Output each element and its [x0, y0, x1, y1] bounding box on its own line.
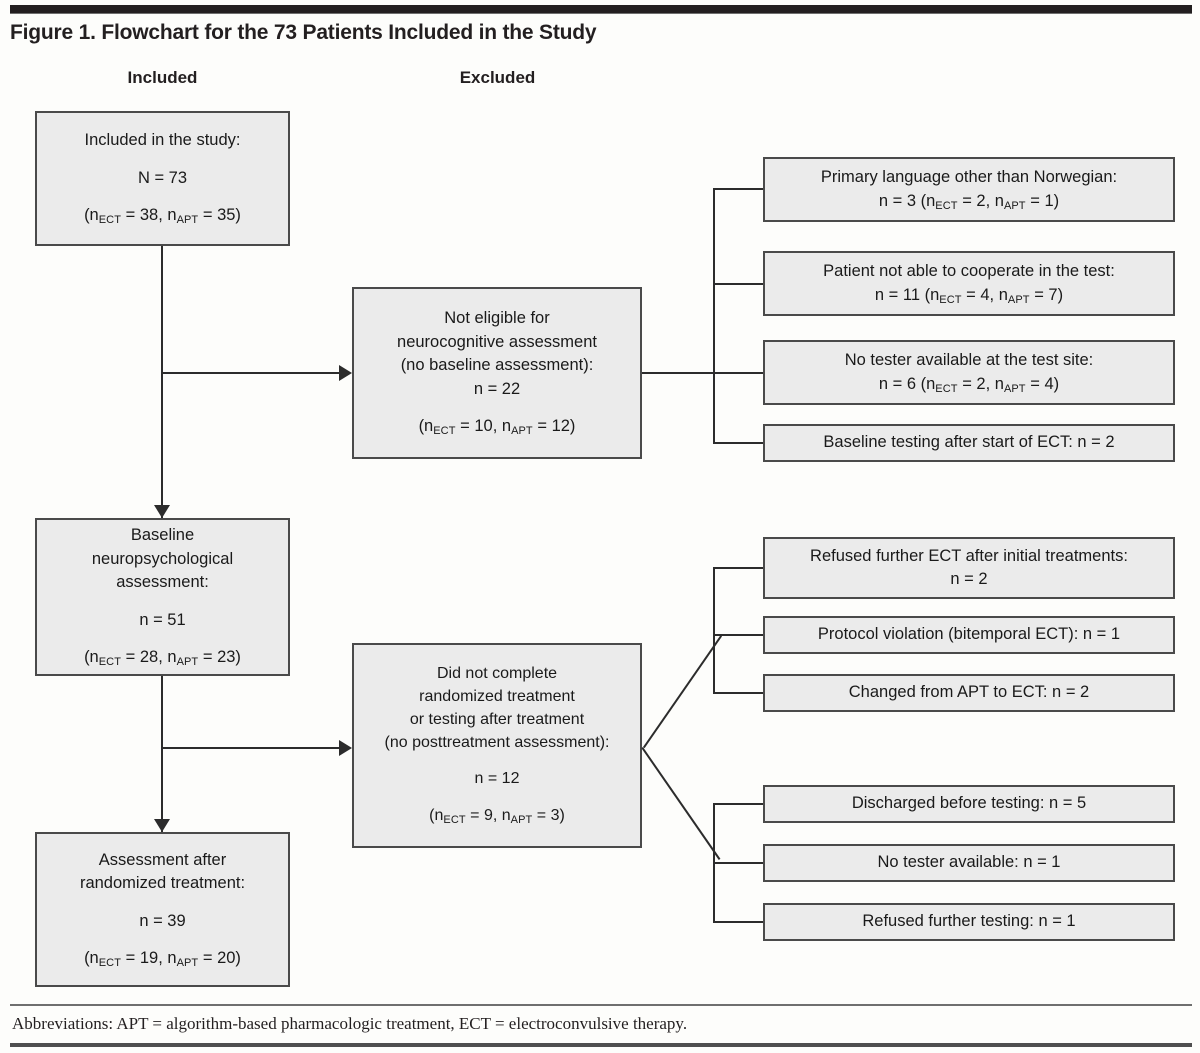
- box-line: or testing after treatment: [409, 710, 585, 728]
- bracket-stub-refused-further-ect: [713, 567, 763, 569]
- arrow-right-to-did-not-complete: [339, 740, 352, 756]
- box-line: n = 2: [950, 570, 988, 588]
- bracket-stub-discharged: [713, 803, 763, 805]
- connector-to-did-not-complete: [161, 747, 339, 749]
- box-line: Protocol violation (bitemporal ECT): n =…: [817, 625, 1121, 644]
- arrow-down-to-assessment-box: [154, 819, 170, 832]
- box-line: n = 6 (nECT = 2, nAPT = 4): [878, 374, 1060, 395]
- box-line: (nECT = 28, nAPT = 23): [84, 648, 241, 669]
- top-rule: [10, 5, 1192, 13]
- box-line: n = 12: [474, 770, 520, 788]
- box-line: (no baseline assessment):: [400, 356, 594, 375]
- bracket-stub-refused-testing: [713, 921, 763, 923]
- box-line: n = 22: [473, 379, 521, 398]
- bracket-stub-not-cooperate: [713, 283, 763, 285]
- bracket-trunk-bottom-upper: [713, 567, 715, 694]
- box-line: Assessment after: [98, 850, 227, 869]
- figure-footnote: Abbreviations: APT = algorithm-based pha…: [12, 1014, 688, 1033]
- connector-left-spine-lower: [161, 676, 163, 832]
- box-excluded-refused-further-ect: Refused further ECT after initial treatm…: [763, 537, 1175, 599]
- box-line: Refused further testing: n = 1: [862, 912, 1076, 931]
- connector-to-not-eligible: [161, 372, 339, 374]
- box-excluded-changed-apt-to-ect: Changed from APT to ECT: n = 2: [763, 674, 1175, 712]
- box-line: Discharged before testing: n = 5: [851, 794, 1087, 813]
- diagonal-to-upper-bracket: [643, 635, 723, 749]
- box-line: (no posttreatment assessment):: [384, 733, 610, 751]
- box-line: N = 73: [137, 168, 188, 187]
- box-line: (nECT = 10, nAPT = 12): [418, 417, 576, 438]
- box-line: Refused further ECT after initial treatm…: [810, 546, 1128, 565]
- box-line: Patient not able to cooperate in the tes…: [823, 262, 1115, 281]
- box-baseline-assessment: Baseline neuropsychological assessment: …: [35, 518, 290, 676]
- box-not-eligible: Not eligible for neurocognitive assessme…: [352, 287, 642, 459]
- box-line: No tester available at the test site:: [844, 351, 1094, 370]
- box-excluded-primary-language: Primary language other than Norwegian: n…: [763, 157, 1175, 222]
- box-line: randomized treatment:: [79, 874, 246, 893]
- box-line: n = 11 (nECT = 4, nAPT = 7): [874, 285, 1064, 306]
- box-excluded-not-cooperate: Patient not able to cooperate in the tes…: [763, 251, 1175, 316]
- bracket-stub-no-tester: [713, 862, 763, 864]
- box-assessment-after-treatment: Assessment after randomized treatment: n…: [35, 832, 290, 987]
- box-did-not-complete: Did not complete randomized treatment or…: [352, 643, 642, 848]
- box-line: neurocognitive assessment: [397, 332, 597, 351]
- box-line: assessment:: [116, 573, 209, 592]
- bracket-trunk-top: [713, 188, 715, 443]
- bracket-stub-protocol-violation: [713, 634, 763, 636]
- bracket-stub-changed-apt-to-ect: [713, 692, 763, 694]
- box-excluded-protocol-violation: Protocol violation (bitemporal ECT): n =…: [763, 616, 1175, 654]
- box-line: n = 51: [139, 610, 186, 629]
- bracket-stub-primary-language: [713, 188, 763, 190]
- diagonal-to-lower-bracket: [641, 747, 721, 860]
- box-line: (nECT = 9, nAPT = 3): [429, 806, 565, 826]
- box-line: (nECT = 19, nAPT = 20): [84, 948, 241, 969]
- bottom-rule: [10, 1043, 1192, 1047]
- box-line: No tester available: n = 1: [877, 853, 1061, 872]
- box-line: neuropsychological: [91, 549, 234, 568]
- box-line: n = 3 (nECT = 2, nAPT = 1): [878, 191, 1060, 212]
- figure-title: Figure 1. Flowchart for the 73 Patients …: [10, 21, 597, 44]
- footnote-top-rule: [10, 1004, 1192, 1006]
- column-header-excluded: Excluded: [459, 68, 536, 87]
- box-line: (nECT = 38, nAPT = 35): [84, 206, 241, 227]
- box-line: Did not complete: [436, 665, 558, 683]
- box-excluded-refused-testing: Refused further testing: n = 1: [763, 903, 1175, 941]
- top-rule-thin: [10, 13, 1192, 14]
- arrow-down-to-baseline-box: [154, 505, 170, 518]
- box-excluded-no-tester-site: No tester available at the test site: n …: [763, 340, 1175, 405]
- box-line: n = 39: [139, 911, 186, 930]
- box-line: Baseline: [130, 526, 195, 545]
- box-line: Baseline testing after start of ECT: n =…: [823, 433, 1115, 452]
- arrow-right-to-not-eligible: [339, 365, 352, 381]
- box-line: Changed from APT to ECT: n = 2: [848, 683, 1090, 702]
- box-included-in-study: Included in the study: N = 73 (nECT = 38…: [35, 111, 290, 246]
- box-excluded-discharged: Discharged before testing: n = 5: [763, 785, 1175, 823]
- connector-not-eligible-to-bracket: [642, 372, 715, 374]
- box-excluded-no-tester: No tester available: n = 1: [763, 844, 1175, 882]
- bracket-stub-baseline-after-ect: [713, 442, 763, 444]
- box-line: Included in the study:: [84, 131, 241, 150]
- box-line: randomized treatment: [419, 688, 575, 706]
- box-line: Not eligible for: [444, 309, 550, 328]
- connector-left-spine-upper: [161, 246, 163, 518]
- column-header-included: Included: [127, 68, 198, 87]
- box-excluded-baseline-after-ect: Baseline testing after start of ECT: n =…: [763, 424, 1175, 462]
- bracket-stub-no-tester-site: [713, 372, 763, 374]
- box-line: Primary language other than Norwegian:: [820, 168, 1118, 187]
